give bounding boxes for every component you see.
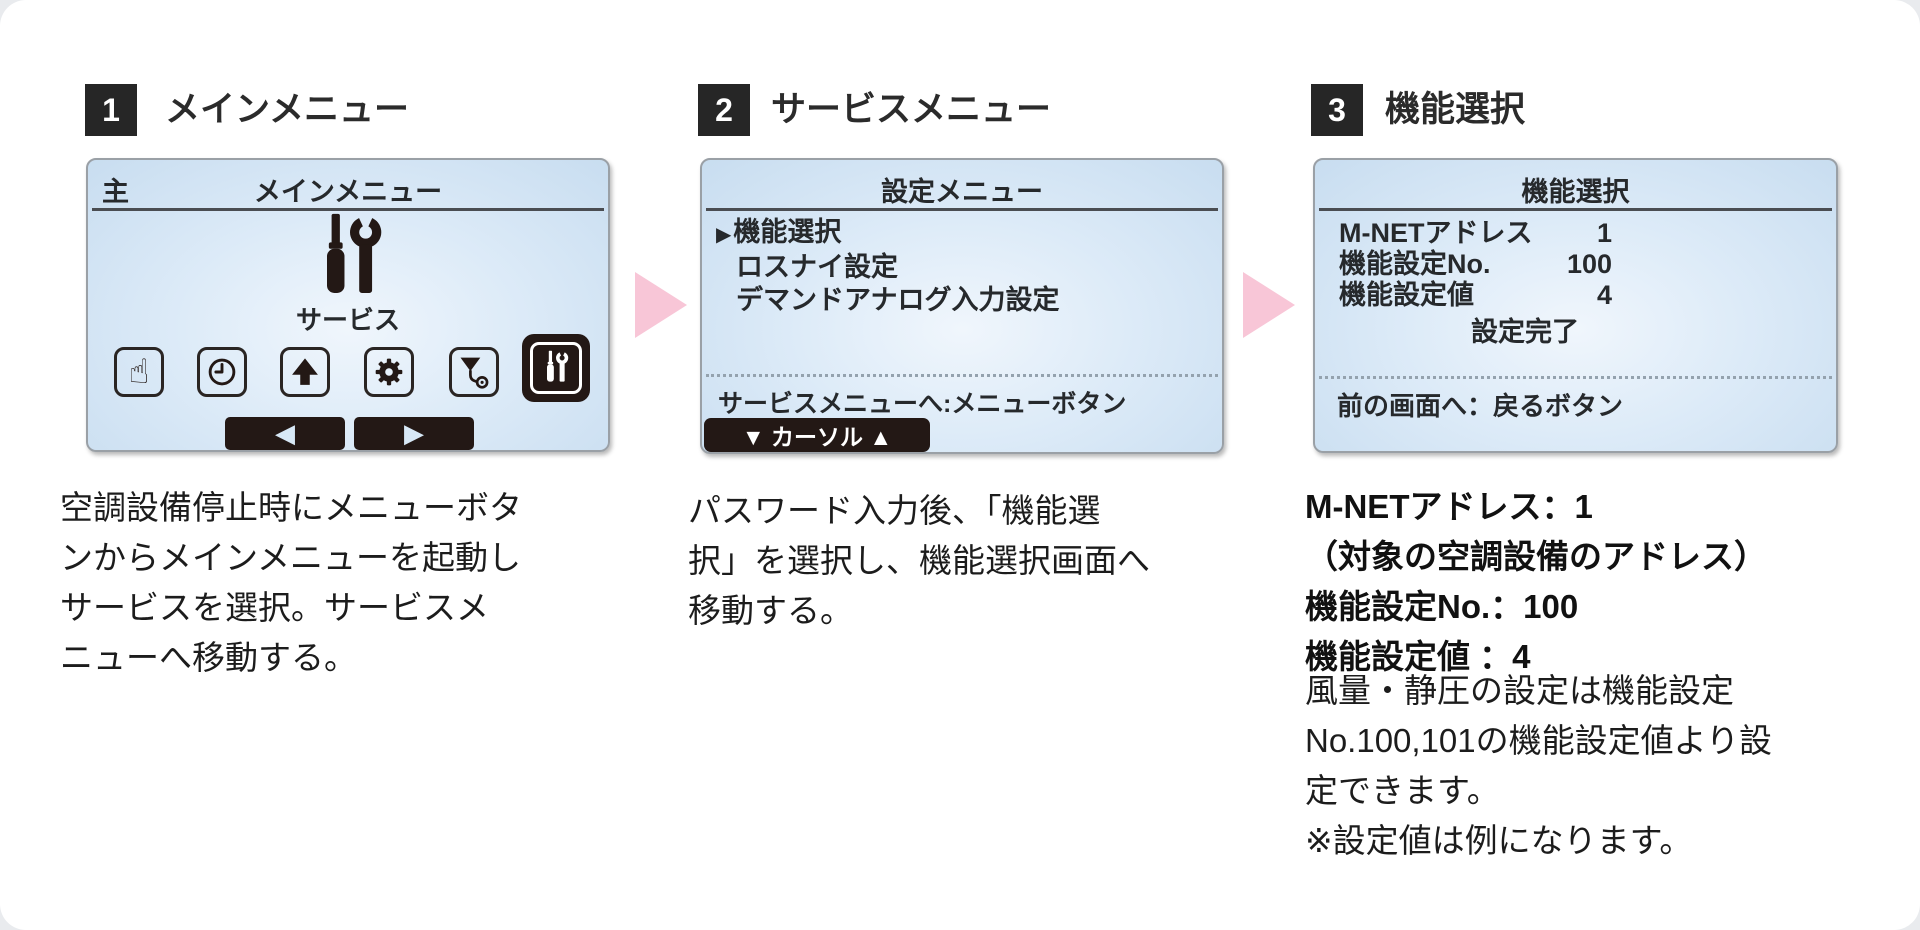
gear-icon [375, 358, 403, 386]
step1-badge: 1 [85, 84, 137, 136]
step2-badge: 2 [698, 84, 750, 136]
service-label: サービス [295, 305, 400, 335]
menu-item-label: デマンドアナログ入力設定 [736, 285, 1060, 315]
setting-row-mnet-address: M-NETアドレス 1 [1339, 218, 1612, 249]
nav-left-button[interactable]: ◀ [225, 417, 345, 450]
step3-title: 機能選択 [1385, 90, 1526, 129]
menu-item-label: 機能選択 [733, 217, 842, 247]
step1-lcd-screen: 主 メインメニュー サービス ☝ [86, 158, 610, 452]
hand-pointer-button[interactable]: ☝ [114, 347, 164, 397]
step2-lcd-screen: 設定メニュー ▶機能選択 ロスナイ設定 デマンドアナログ入力設定 サービスメニュ… [700, 158, 1224, 454]
setting-complete-button[interactable]: 設定完了 [1471, 317, 1579, 347]
setting-label: 機能設定値 [1339, 280, 1474, 310]
step2-description: パスワード入力後、「機能選 択」を選択し、機能選択画面へ 移動する。 [688, 492, 1150, 629]
footer-divider [706, 374, 1218, 377]
step2-title: サービスメニュー [771, 90, 1052, 129]
setting-row-function-no: 機能設定No. 100 [1339, 249, 1612, 280]
service-tools-icon [327, 213, 382, 293]
menu-cursor-icon: ▶ [716, 222, 732, 246]
screen2-footer-hint: サービスメニューへ:メニューボタン [718, 390, 1127, 418]
setting-label: M-NETアドレス [1339, 218, 1533, 248]
airflow-button[interactable] [280, 347, 330, 397]
setting-label: 機能設定No. [1339, 249, 1491, 279]
clock-icon [208, 358, 236, 386]
service-tools-icon-white [547, 350, 569, 382]
flow-arrow-icon [1243, 272, 1295, 338]
step3-badge: 3 [1311, 84, 1363, 136]
setting-value: 4 [1596, 280, 1612, 310]
screen2-header: 設定メニュー [881, 177, 1043, 207]
step3-lcd-screen: 機能選択 M-NETアドレス 1 機能設定No. 100 機能設定値 4 設定完… [1313, 158, 1838, 453]
step3-note: 風量・静圧の設定は機能設定 No.100,101の機能設定値より設 定できます。… [1305, 672, 1772, 859]
header-divider [706, 208, 1218, 211]
cursor-bar-button[interactable]: ▼ カーソル ▲ [704, 418, 930, 452]
footer-divider [1319, 376, 1832, 379]
main-indicator: 主 [102, 177, 129, 207]
settings-button[interactable] [364, 347, 414, 397]
screen1-header: メインメニュー [253, 177, 443, 207]
service-button-selected[interactable] [522, 334, 590, 402]
setting-row-function-value: 機能設定値 4 [1339, 280, 1612, 311]
step1-title: メインメニュー [165, 90, 409, 129]
header-divider [1319, 208, 1832, 211]
service-button-frame [530, 342, 582, 394]
right-triangle-icon: ▶ [404, 418, 424, 449]
setting-list: M-NETアドレス 1 機能設定No. 100 機能設定値 4 [1339, 218, 1612, 311]
step1-description: 空調設備停止時にメニューボタ ンからメインメニューを起動し サービスを選択。サー… [60, 489, 522, 676]
schedule-button[interactable] [197, 347, 247, 397]
nav-right-button[interactable]: ▶ [354, 417, 474, 450]
menu-list: ▶機能選択 ロスナイ設定 デマンドアナログ入力設定 [716, 216, 1059, 317]
header-divider [92, 208, 604, 211]
hand-pointer-icon: ☝ [128, 352, 150, 392]
flow-arrow-icon [635, 272, 687, 338]
arrow-up-icon [292, 358, 318, 385]
menu-item-lossnay-setting[interactable]: ロスナイ設定 [716, 251, 1059, 284]
menu-item-function-select[interactable]: ▶機能選択 [716, 216, 1059, 251]
left-triangle-icon: ◀ [275, 418, 295, 449]
screen3-header: 機能選択 [1521, 177, 1630, 207]
menu-item-demand-analog-input[interactable]: デマンドアナログ入力設定 [716, 284, 1059, 317]
screen3-footer-hint: 前の画面へ：戻るボタン [1337, 391, 1624, 421]
step3-bold-note: M-NETアドレス：1 （対象の空調設備のアドレス） 機能設定No.：100 機… [1305, 488, 1767, 675]
funnel-icon [460, 357, 489, 389]
setting-value: 1 [1596, 218, 1612, 248]
maintenance-button[interactable] [449, 347, 499, 397]
menu-item-label: ロスナイ設定 [736, 252, 898, 282]
setting-value: 100 [1566, 249, 1612, 279]
